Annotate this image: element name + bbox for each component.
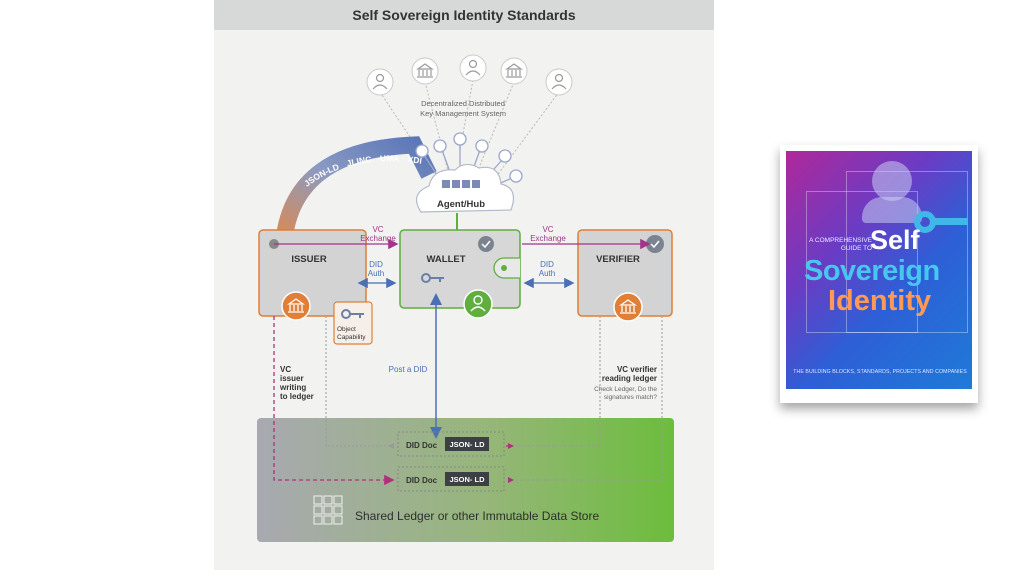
did-auth-right-2: Auth <box>539 269 555 278</box>
dkms-person-icon-1 <box>366 68 394 96</box>
book-title-self: Self <box>870 225 920 255</box>
book-person-icon <box>872 161 912 201</box>
verifier-box: VERIFIER <box>577 229 673 322</box>
book-title-sovereign: Sovereign <box>804 255 940 287</box>
dkms-label-1: Decentralized Distributed <box>421 99 505 108</box>
verifier-label: VERIFIER <box>596 254 640 265</box>
vc-verifier-1: VC verifier <box>617 365 657 374</box>
protocol-arc <box>275 136 437 242</box>
object-capability-2: Capability <box>337 334 366 341</box>
verifier-bank-icon <box>613 292 643 322</box>
book-cover-art: A COMPREHENSIVE GUIDE TO Self Sovereign … <box>786 151 972 389</box>
did-doc-row-2: DID Doc JSON- LD <box>397 466 505 492</box>
dkms-label-2: Key Management System <box>420 109 506 118</box>
issuer-box: ISSUER <box>258 229 367 321</box>
did-auth-left-2: Auth <box>368 269 384 278</box>
vc-exchange-right-1: VC <box>542 225 553 234</box>
book-subtitle: THE BUILDING BLOCKS, STANDARDS, PROJECTS… <box>793 369 967 375</box>
vc-issuer-write-arrow <box>273 316 395 486</box>
vc-exchange-left-1: VC <box>372 225 383 234</box>
check-ledger-1: Check Ledger, Do the <box>594 386 657 393</box>
vc-exchange-right-2: Exchange <box>530 234 566 243</box>
ledger-label: Shared Ledger or other Immutable Data St… <box>355 509 599 523</box>
object-capability-1: Object <box>337 326 356 333</box>
wallet-user-icon <box>463 289 493 319</box>
wallet-label: WALLET <box>426 254 465 265</box>
diagram-header: Self Sovereign Identity Standards <box>214 0 714 30</box>
wallet-key-icon <box>421 273 444 283</box>
verifier-verified-badge-icon <box>646 235 664 253</box>
vc-exchange-left-2: Exchange <box>360 234 396 243</box>
ssi-diagram: Self Sovereign Identity Standards <box>214 0 714 570</box>
dkms-person-icon-3 <box>545 68 573 96</box>
did-auth-right-1: DID <box>540 260 554 269</box>
book-key-icon <box>914 211 936 233</box>
object-capability-box: Object Capability <box>333 301 373 345</box>
vc-issuer-3: writing <box>279 383 306 392</box>
agent-hub-cloud: Agent/Hub <box>415 163 514 213</box>
wallet-box: WALLET <box>399 229 521 319</box>
book-cover: A COMPREHENSIVE GUIDE TO Self Sovereign … <box>780 145 978 403</box>
issuer-bank-icon <box>281 291 311 321</box>
wallet-verified-badge-icon <box>478 236 494 252</box>
json-ld-2: JSON- LD <box>449 475 485 484</box>
dkms-bank-icon-2 <box>500 57 528 85</box>
json-ld-1: JSON- LD <box>449 440 485 449</box>
check-ledger-2: signatures match? <box>604 394 657 401</box>
book-title-identity: Identity <box>828 285 932 317</box>
ledger-grid-icon <box>313 495 343 525</box>
vc-issuer-2: issuer <box>280 374 304 383</box>
diagram-title: Self Sovereign Identity Standards <box>352 7 576 23</box>
did-auth-left-1: DID <box>369 260 383 269</box>
protocol-labels: JSON-LD JLINC UMA XDI <box>302 153 422 188</box>
vc-issuer-4: to ledger <box>280 392 314 401</box>
vc-issuer-1: VC <box>280 365 291 374</box>
capability-key-icon <box>341 309 364 319</box>
dkms-bank-icon-1 <box>411 57 439 85</box>
vc-verifier-2: reading ledger <box>602 374 657 383</box>
did-doc-row-1: DID Doc JSON- LD <box>397 431 505 457</box>
gray-connectors <box>325 316 663 481</box>
book-pre-title: A COMPREHENSIVE GUIDE TO <box>809 237 872 252</box>
did-doc-1: DID Doc <box>406 441 438 450</box>
issuer-label: ISSUER <box>291 254 327 265</box>
agent-hub-label: Agent/Hub <box>437 199 485 210</box>
did-doc-2: DID Doc <box>406 476 438 485</box>
dkms-person-icon-2 <box>459 54 487 82</box>
post-a-did-label: Post a DID <box>389 365 428 374</box>
diagram-canvas: Decentralized Distributed Key Management… <box>257 54 674 542</box>
